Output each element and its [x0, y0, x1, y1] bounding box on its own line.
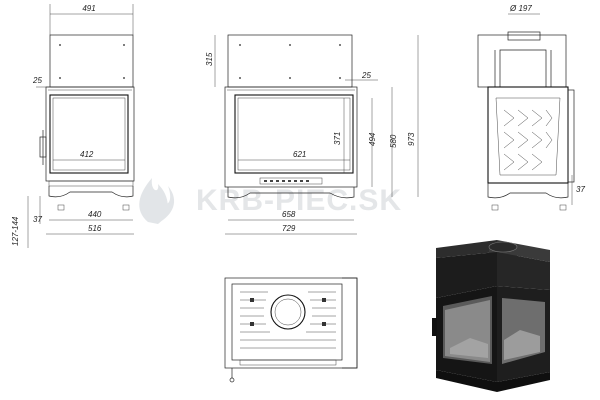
watermark-text: KRB-PIEC.SK [196, 184, 402, 217]
front-view: 491 25 412 37 440 516 127-144 [11, 4, 135, 248]
dim-width-top: 491 [82, 4, 95, 13]
fireplace-render [432, 240, 550, 392]
dim-top-height: 315 [205, 52, 214, 66]
flame-logo-icon [139, 178, 175, 224]
dim-outer-width-side: 729 [282, 224, 296, 233]
dim-flue-diameter: Ø 197 [509, 4, 532, 13]
dim-frame-left: 25 [32, 76, 42, 85]
top-view [224, 277, 358, 383]
section-view: Ø 197 37 [477, 4, 585, 211]
dim-height-580: 580 [389, 134, 398, 148]
dim-inner-height: 494 [368, 132, 377, 146]
dim-total-height: 973 [407, 132, 416, 146]
dim-foot-height-section: 37 [576, 185, 585, 194]
dim-door-height: 371 [333, 132, 342, 145]
dim-height-range: 127-144 [11, 216, 20, 246]
side-view: 315 25 621 371 494 580 973 658 729 [205, 34, 419, 235]
dim-glass-width-side: 621 [293, 150, 306, 159]
watermark: KRB-PIEC.SK [139, 178, 402, 224]
dim-foot-height: 37 [33, 215, 42, 224]
dim-outer-width: 516 [88, 224, 102, 233]
dim-inner-width: 440 [88, 210, 102, 219]
dim-inner-width-side: 658 [282, 210, 296, 219]
dim-frame-right: 25 [361, 71, 371, 80]
dim-glass-width: 412 [80, 150, 94, 159]
